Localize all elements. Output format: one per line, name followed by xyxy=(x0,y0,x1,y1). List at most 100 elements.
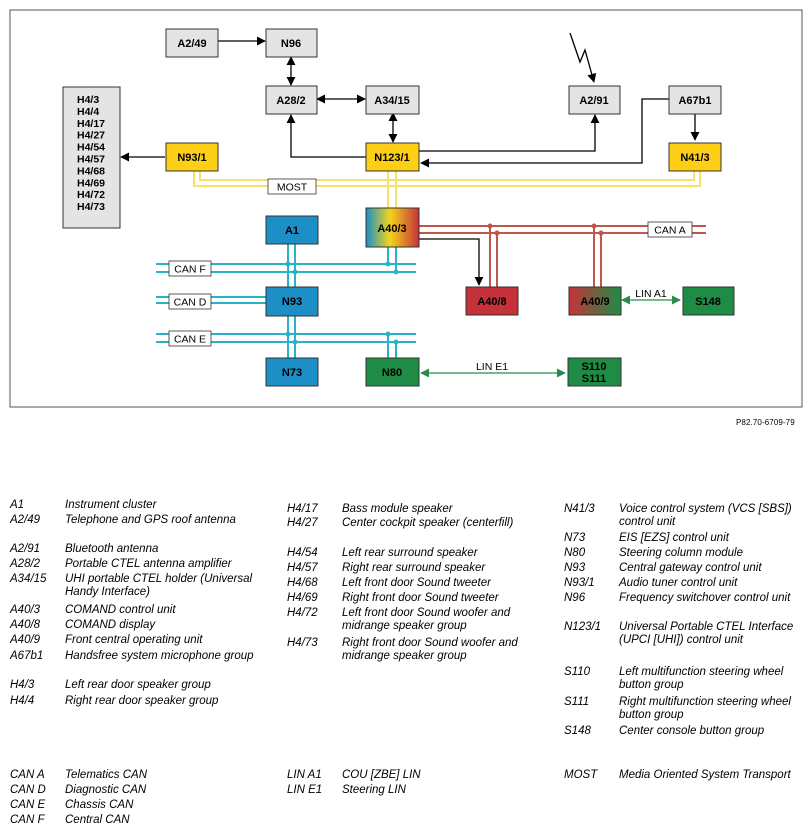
legend-code: N123/1 xyxy=(564,621,602,633)
svg-text:N80: N80 xyxy=(382,367,402,379)
svg-text:A2/91: A2/91 xyxy=(579,95,608,107)
legend-description: Central CAN xyxy=(65,814,130,826)
speaker-group-block: H4/3H4/4H4/17H4/27H4/54H4/57H4/68H4/69H4… xyxy=(62,86,121,229)
svg-text:N93/1: N93/1 xyxy=(177,152,206,164)
svg-text:A2/49: A2/49 xyxy=(177,38,206,50)
legend-description: Right rear surround speaker xyxy=(342,562,486,574)
legend-description: Bluetooth antenna xyxy=(65,543,159,555)
svg-text:N123/1: N123/1 xyxy=(374,152,409,164)
legend-description: COMAND display xyxy=(65,619,156,631)
block-n93: N93 xyxy=(265,286,319,317)
legend-description: Steering LIN xyxy=(342,784,406,796)
block-a1: A1 xyxy=(265,215,319,245)
block-n931: N93/1 xyxy=(165,142,219,172)
block-n80: N80 xyxy=(365,357,420,387)
legend-code: N73 xyxy=(564,532,586,544)
legend-description: Right front door Sound tweeter xyxy=(342,592,499,604)
svg-text:CAN F: CAN F xyxy=(174,264,206,276)
speaker-group-entry: H4/17 xyxy=(77,118,105,130)
svg-text:A1: A1 xyxy=(285,225,299,237)
lin-arrows xyxy=(420,295,681,378)
block-n1231: N123/1 xyxy=(365,142,420,172)
legend-code: A2/49 xyxy=(10,514,41,526)
speaker-group-entry: H4/57 xyxy=(77,154,105,166)
bus-label-can-e: CAN E xyxy=(168,330,212,347)
legend-description: EIS [EZS] control unit xyxy=(619,532,729,544)
legend-code: S111 xyxy=(564,696,590,708)
legend-description: Frequency switchover control unit xyxy=(619,592,791,604)
can-junctions xyxy=(285,261,399,345)
arrow-n1231-a282 xyxy=(286,114,366,158)
legend-code: H4/72 xyxy=(287,607,318,619)
svg-text:A34/15: A34/15 xyxy=(374,95,409,107)
svg-text:S110: S110 xyxy=(581,361,606,373)
legend-code: LIN E1 xyxy=(287,784,323,796)
speaker-group-entry: H4/68 xyxy=(77,165,105,177)
legend-description: Front central operating unit xyxy=(65,634,203,646)
bus-label-can-d: CAN D xyxy=(168,293,212,310)
legend-description: Telematics CAN xyxy=(65,769,148,781)
block-a403: A40/3 xyxy=(365,207,420,248)
arrow-a403-a408 xyxy=(419,238,484,286)
svg-text:N93: N93 xyxy=(282,296,302,308)
legend-code: N96 xyxy=(564,592,586,604)
speaker-group-entry: H4/54 xyxy=(77,142,105,154)
speaker-group-entry: H4/73 xyxy=(77,201,105,213)
svg-text:N41/3: N41/3 xyxy=(680,152,709,164)
legend-code: H4/68 xyxy=(287,577,318,589)
speaker-group-entry: H4/4 xyxy=(77,106,99,118)
legend-code: A34/15 xyxy=(10,573,47,585)
legend-code: H4/27 xyxy=(287,517,318,529)
svg-text:S111: S111 xyxy=(582,373,606,385)
legend-code: N41/3 xyxy=(564,503,595,515)
legend-description: Diagnostic CAN xyxy=(65,784,147,796)
legend-code: CAN A xyxy=(10,769,45,781)
speaker-group-entry: H4/69 xyxy=(77,177,105,189)
block-a67b1: A67b1 xyxy=(668,85,722,115)
bus-label-can-a: CAN A xyxy=(647,221,693,238)
legend-description: Right multifunction steering wheel butto… xyxy=(619,696,791,721)
svg-text:N96: N96 xyxy=(281,38,301,50)
legend-description: Chassis CAN xyxy=(65,799,134,811)
block-a408: A40/8 xyxy=(465,286,519,316)
legend-description: Handsfree system microphone group xyxy=(65,650,254,662)
network-diagram: MOST CAN A CAN F CAN D CAN E LIN A1 LIN … xyxy=(9,9,803,408)
svg-text:CAN E: CAN E xyxy=(174,334,206,346)
legend-description: COU [ZBE] LIN xyxy=(342,769,421,781)
legend-description: Voice control system (VCS [SBS]) control… xyxy=(619,503,792,528)
bus-label-most: MOST xyxy=(267,178,317,195)
legend-code: N93/1 xyxy=(564,577,595,589)
block-a249: A2/49 xyxy=(165,28,219,58)
legend-code: A40/9 xyxy=(10,634,41,646)
svg-text:A40/9: A40/9 xyxy=(580,296,609,308)
speaker-group-entry: H4/3 xyxy=(77,94,99,106)
legend-code: A28/2 xyxy=(10,558,41,570)
legend-code: A40/3 xyxy=(10,604,41,616)
legend-code: H4/54 xyxy=(287,547,318,559)
most-bus xyxy=(193,171,701,208)
block-a3415: A34/15 xyxy=(365,85,420,115)
legend-code: H4/73 xyxy=(287,637,318,649)
legend-code: A2/91 xyxy=(10,543,41,555)
arrow-a67b1-n1231 xyxy=(420,98,669,168)
block-n413: N41/3 xyxy=(668,142,722,172)
legend-code: MOST xyxy=(564,769,598,781)
legend-code: CAN E xyxy=(10,799,46,811)
legend-description: Left rear surround speaker xyxy=(342,547,478,559)
svg-text:A40/3: A40/3 xyxy=(377,223,406,235)
legend-code: CAN D xyxy=(10,784,46,796)
legend-description: Telephone and GPS roof antenna xyxy=(65,514,236,526)
legend-description: Universal Portable CTEL Interface (UPCI … xyxy=(619,621,794,646)
legend-description: Media Oriented System Transport xyxy=(619,769,791,781)
legend-code: N80 xyxy=(564,547,586,559)
speaker-group-entry: H4/72 xyxy=(77,189,105,201)
legend-description: Portable CTEL antenna amplifier xyxy=(65,558,232,570)
block-n73: N73 xyxy=(265,357,319,387)
legend-description: Center console button group xyxy=(619,725,765,737)
block-s110-s111: S110 S111 xyxy=(567,357,622,387)
legend-description: Left front door Sound tweeter xyxy=(342,577,491,589)
svg-text:CAN D: CAN D xyxy=(174,297,207,309)
legend-code: A40/8 xyxy=(10,619,41,631)
legend-code: H4/57 xyxy=(287,562,318,574)
svg-text:A28/2: A28/2 xyxy=(276,95,305,107)
